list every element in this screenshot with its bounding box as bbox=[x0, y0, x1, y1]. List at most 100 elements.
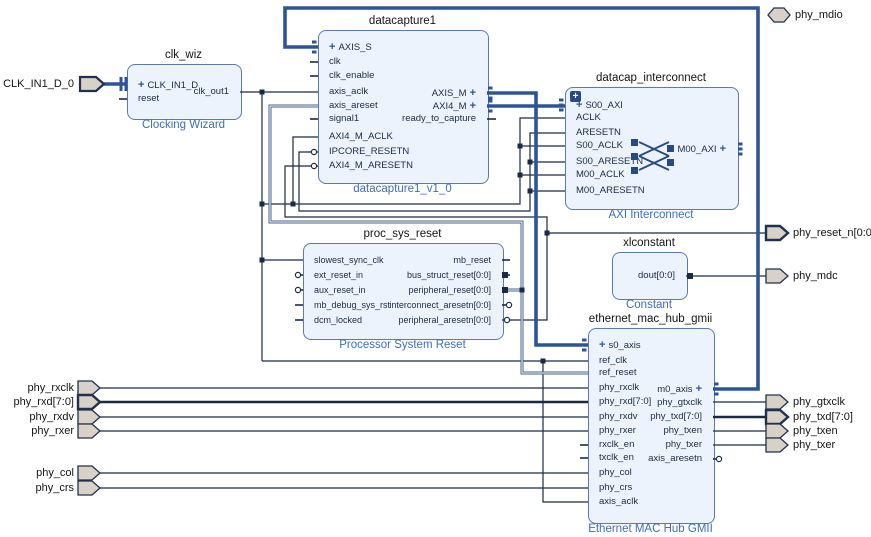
interface-plus-icon[interactable]: + bbox=[469, 87, 476, 99]
wire-clock[interactable] bbox=[542, 361, 588, 503]
pin-label: axis_aclk bbox=[599, 496, 639, 507]
port-label-phy_txer: phy_txer bbox=[793, 439, 836, 451]
port-phy_rxclk[interactable] bbox=[77, 380, 101, 396]
wire-junction-dot bbox=[517, 143, 523, 149]
pin-proc_sys_reset-mb_reset[interactable]: mb_reset bbox=[453, 254, 491, 266]
pin-label: phy_col bbox=[599, 467, 632, 478]
pin-proc_sys_reset-bus_struct_reset[0:0][interactable]: bus_struct_reset[0:0] bbox=[407, 269, 491, 281]
block-title-datacapture1: datacapture1 bbox=[368, 15, 437, 27]
pin-datacapture1-AXI4_M_ACLK[interactable]: AXI4_M_ACLK bbox=[329, 131, 393, 143]
pin-datacap_interconnect-ACLK[interactable]: ACLK bbox=[576, 112, 601, 124]
collapsed-interface-stub-icon bbox=[559, 98, 564, 102]
pin-proc_sys_reset-dcm_locked[interactable]: dcm_locked bbox=[314, 314, 362, 326]
port-phy_txer[interactable] bbox=[765, 437, 789, 453]
pin-xlconstant-dout[0:0][interactable]: dout[0:0] bbox=[638, 270, 675, 282]
expand-block-icon[interactable]: + bbox=[570, 91, 581, 102]
pin-label: s0_axis bbox=[608, 340, 641, 351]
block-title-proc_sys_reset: proc_sys_reset bbox=[363, 228, 442, 240]
pin-ethernet_mac_hub_gmii-phy_rxd[7:0][interactable]: phy_rxd[7:0] bbox=[599, 396, 651, 408]
pin-datacap_interconnect-S00_AXI[interactable]: +S00_AXI bbox=[576, 99, 623, 111]
port-phy_rxd[7:0][interactable] bbox=[76, 393, 102, 411]
block-subtitle-datacapture1: datacapture1_v1_0 bbox=[353, 183, 452, 195]
collapsed-interface-stub-icon bbox=[559, 108, 564, 112]
pin-ethernet_mac_hub_gmii-m0_axis[interactable]: m0_axis+ bbox=[657, 383, 702, 395]
pin-clk_wiz-CLK_IN1_D[interactable]: +CLK_IN1_D bbox=[138, 79, 198, 91]
wire-junction-dot bbox=[519, 287, 525, 293]
pin-label: phy_gtxclk bbox=[657, 397, 702, 408]
pin-clk_wiz-reset[interactable]: reset bbox=[138, 93, 159, 105]
pin-label: ref_clk bbox=[599, 355, 627, 366]
pin-ethernet_mac_hub_gmii-rxclk_en[interactable]: rxclk_en bbox=[599, 439, 634, 451]
port-phy_rxer[interactable] bbox=[77, 423, 101, 439]
pin-datacapture1-AXIS_S[interactable]: +AXIS_S bbox=[329, 41, 372, 53]
pin-ethernet_mac_hub_gmii-ref_reset[interactable]: ref_reset bbox=[599, 367, 637, 379]
port-phy_col[interactable] bbox=[77, 465, 101, 481]
pin-proc_sys_reset-peripheral_reset[0:0][interactable]: peripheral_reset[0:0] bbox=[408, 284, 491, 296]
port-phy_mdc[interactable] bbox=[765, 268, 789, 284]
wire-junction-dot bbox=[259, 257, 265, 263]
pin-datacapture1-axis_aclk[interactable]: axis_aclk bbox=[329, 86, 368, 98]
pin-datacap_interconnect-M00_AXI[interactable]: M00_AXI+ bbox=[677, 143, 726, 155]
pin-proc_sys_reset-peripheral_aresetn[0:0][interactable]: peripheral_aresetn[0:0] bbox=[398, 314, 491, 326]
pin-datacapture1-AXIS_M[interactable]: AXIS_M+ bbox=[432, 87, 476, 99]
interface-plus-icon[interactable]: + bbox=[469, 100, 476, 112]
pin-ethernet_mac_hub_gmii-axis_aclk[interactable]: axis_aclk bbox=[599, 496, 638, 508]
pin-ethernet_mac_hub_gmii-txclk_en[interactable]: txclk_en bbox=[599, 452, 634, 464]
pin-datacapture1-signal1[interactable]: signal1 bbox=[329, 113, 359, 125]
port-phy_mdio[interactable] bbox=[767, 7, 791, 23]
pin-ethernet_mac_hub_gmii-axis_aresetn[interactable]: axis_aresetn bbox=[648, 453, 702, 465]
pin-datacapture1-IPCORE_RESETN[interactable]: IPCORE_RESETN bbox=[329, 146, 409, 158]
pin-ethernet_mac_hub_gmii-phy_col[interactable]: phy_col bbox=[599, 467, 632, 479]
pin-ethernet_mac_hub_gmii-s0_axis[interactable]: +s0_axis bbox=[599, 339, 641, 351]
port-phy_txd[7:0][interactable] bbox=[764, 408, 790, 426]
block-clk_wiz[interactable] bbox=[127, 64, 242, 120]
block-subtitle-clk_wiz: Clocking Wizard bbox=[141, 119, 226, 131]
pin-proc_sys_reset-slowest_sync_clk[interactable]: slowest_sync_clk bbox=[314, 254, 384, 266]
pin-ethernet_mac_hub_gmii-phy_txen[interactable]: phy_txen bbox=[663, 425, 702, 437]
wire-clock[interactable] bbox=[292, 136, 318, 204]
pin-datacapture1-AXI4_M[interactable]: AXI4_M+ bbox=[433, 100, 476, 112]
port-phy_rxdv[interactable] bbox=[77, 409, 101, 425]
pin-ethernet_mac_hub_gmii-phy_rxer[interactable]: phy_rxer bbox=[599, 425, 636, 437]
pin-datacap_interconnect-M00_ARESETN[interactable]: M00_ARESETN bbox=[576, 185, 645, 197]
pin-proc_sys_reset-ext_reset_in[interactable]: ext_reset_in bbox=[314, 269, 363, 281]
pin-datacapture1-axis_areset[interactable]: axis_areset bbox=[329, 100, 378, 112]
pin-proc_sys_reset-mb_debug_sys_rst[interactable]: mb_debug_sys_rst bbox=[314, 299, 390, 311]
interface-plus-icon[interactable]: + bbox=[719, 143, 726, 155]
port-label-CLK_IN1_D_0: CLK_IN1_D_0 bbox=[3, 78, 74, 90]
port-phy_txen[interactable] bbox=[765, 423, 789, 439]
interface-plus-icon[interactable]: + bbox=[695, 383, 702, 395]
interface-plus-icon[interactable]: + bbox=[138, 79, 145, 91]
pin-ethernet_mac_hub_gmii-phy_crs[interactable]: phy_crs bbox=[599, 482, 632, 494]
block-title-xlconstant: xlconstant bbox=[623, 237, 675, 249]
interface-plus-icon[interactable]: + bbox=[599, 339, 606, 351]
pin-datacapture1-AXI4_M_ARESETN[interactable]: AXI4_M_ARESETN bbox=[329, 160, 413, 172]
pin-ethernet_mac_hub_gmii-phy_rxdv[interactable]: phy_rxdv bbox=[599, 411, 638, 423]
port-CLK_IN1_D_0[interactable] bbox=[78, 75, 106, 93]
pin-label: M00_AXI bbox=[677, 144, 717, 155]
port-label-phy_rxclk: phy_rxclk bbox=[27, 382, 74, 394]
pin-ethernet_mac_hub_gmii-phy_txer[interactable]: phy_txer bbox=[666, 439, 702, 451]
port-phy_reset_n[0:0][interactable] bbox=[764, 224, 790, 242]
pin-clk_wiz-clk_out1[interactable]: clk_out1 bbox=[194, 86, 229, 98]
port-phy_gtxclk[interactable] bbox=[765, 394, 789, 410]
pin-datacap_interconnect-S00_ACLK[interactable]: S00_ACLK bbox=[576, 140, 623, 152]
pin-datacapture1-ready_to_capture[interactable]: ready_to_capture bbox=[402, 113, 476, 125]
pin-datacapture1-clk_enable[interactable]: clk_enable bbox=[329, 70, 374, 82]
pin-datacapture1-clk[interactable]: clk bbox=[329, 56, 341, 68]
pin-datacap_interconnect-M00_ACLK[interactable]: M00_ACLK bbox=[576, 169, 625, 181]
interface-plus-icon[interactable]: + bbox=[329, 41, 336, 53]
pin-proc_sys_reset-interconnect_aresetn[0:0][interactable]: interconnect_aresetn[0:0] bbox=[389, 299, 491, 311]
port-phy_crs[interactable] bbox=[77, 480, 101, 496]
pin-ethernet_mac_hub_gmii-phy_txd[7:0][interactable]: phy_txd[7:0] bbox=[650, 411, 702, 423]
pin-ethernet_mac_hub_gmii-phy_rxclk[interactable]: phy_rxclk bbox=[599, 382, 639, 394]
pin-label: signal1 bbox=[329, 113, 360, 124]
port-label-phy_rxd[7:0]: phy_rxd[7:0] bbox=[13, 396, 74, 408]
collapsed-interface-stub-icon bbox=[312, 50, 317, 54]
pin-proc_sys_reset-aux_reset_in[interactable]: aux_reset_in bbox=[314, 284, 366, 296]
pin-datacap_interconnect-ARESETN[interactable]: ARESETN bbox=[576, 127, 621, 139]
pin-datacap_interconnect-S00_ARESETN[interactable]: S00_ARESETN bbox=[576, 156, 643, 168]
collapsed-interface-stub-icon bbox=[559, 103, 564, 107]
pin-ethernet_mac_hub_gmii-phy_gtxclk[interactable]: phy_gtxclk bbox=[657, 397, 702, 409]
pin-ethernet_mac_hub_gmii-ref_clk[interactable]: ref_clk bbox=[599, 355, 627, 367]
